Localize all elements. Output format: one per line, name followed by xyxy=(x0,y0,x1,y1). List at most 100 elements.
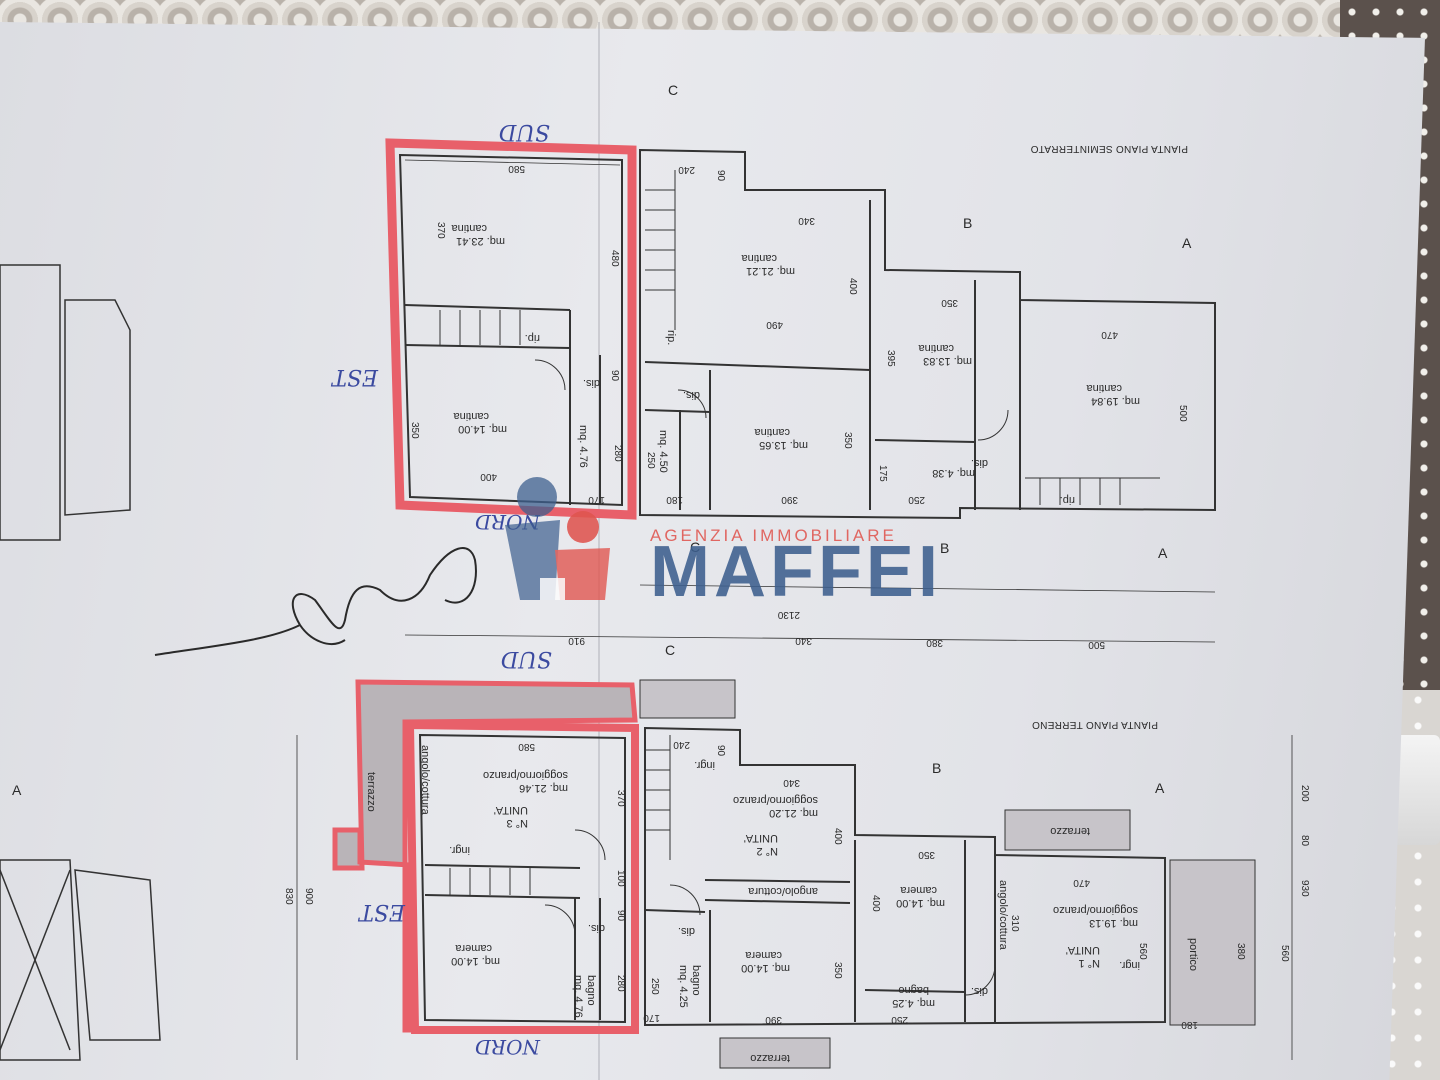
svg-text:175: 175 xyxy=(877,465,888,482)
svg-text:mq. 4.25: mq. 4.25 xyxy=(892,997,935,1009)
logo-person-head-blue xyxy=(517,477,557,517)
handwritten-est-top: EST xyxy=(330,364,379,389)
room-area: mq. 14.00 xyxy=(458,423,507,435)
handwritten-sud-top: SUD xyxy=(498,119,550,144)
highlighted-unit-outline xyxy=(385,138,637,520)
semi-dimensions: 580 370 480 240 90 340 400 490 350 395 4… xyxy=(409,163,1188,620)
svg-text:350: 350 xyxy=(842,432,853,449)
svg-text:mq. 19.13: mq. 19.13 xyxy=(1089,917,1138,929)
rip-label: rip. xyxy=(525,332,540,344)
svg-text:910: 910 xyxy=(568,635,585,646)
wc-area: mq. 4.38 xyxy=(932,467,975,479)
handwritten-sud-bottom: SUD xyxy=(500,646,552,671)
svg-text:930: 930 xyxy=(1299,880,1310,897)
svg-text:portico: portico xyxy=(1187,938,1199,971)
semi-basement-title: PIANTA PIANO SEMINTERRATO xyxy=(1030,143,1188,154)
svg-text:170: 170 xyxy=(588,494,605,505)
svg-text:400: 400 xyxy=(847,278,858,295)
svg-text:400: 400 xyxy=(870,895,881,912)
section-markers-semi: C B A A B C xyxy=(668,82,1192,561)
room-name: cantina xyxy=(451,222,487,234)
unit-left-walls xyxy=(398,153,623,507)
svg-text:mq. 14.00: mq. 14.00 xyxy=(451,955,500,967)
rip-label: rip. xyxy=(665,330,677,345)
svg-text:560: 560 xyxy=(1137,943,1148,960)
svg-text:250: 250 xyxy=(649,978,660,995)
wc-area: mq. 4.76 xyxy=(577,425,589,468)
unit3-walls xyxy=(418,733,626,1024)
logo-subtitle: AGENZIA IMMOBILIARE xyxy=(650,526,897,545)
svg-text:340: 340 xyxy=(795,635,812,646)
svg-text:560: 560 xyxy=(1279,945,1290,962)
terrazzo-hatch-bottom xyxy=(719,1037,831,1069)
svg-text:UNITA': UNITA' xyxy=(744,832,778,844)
section-b-mark: B xyxy=(963,215,972,231)
svg-text:900: 900 xyxy=(303,888,314,905)
signature xyxy=(154,547,477,656)
terrazzo-hatch-top xyxy=(639,679,736,719)
portico-hatch xyxy=(1169,859,1256,1026)
svg-text:mq. 14.00: mq. 14.00 xyxy=(741,962,790,974)
unit2-unit1-walls xyxy=(644,726,1166,1027)
svg-text:N° 3: N° 3 xyxy=(506,817,528,829)
unit3-highlight xyxy=(405,720,639,1034)
svg-text:250: 250 xyxy=(645,452,656,469)
logo-house-icon xyxy=(540,578,565,600)
dis-label: dis. xyxy=(971,457,988,469)
svg-text:310: 310 xyxy=(1009,915,1020,932)
svg-text:90: 90 xyxy=(615,910,626,922)
svg-text:350: 350 xyxy=(941,297,958,308)
ground-floor-plan xyxy=(296,679,1293,1069)
section-a-mark-left: A xyxy=(12,782,22,798)
svg-text:100: 100 xyxy=(615,870,626,887)
svg-text:camera: camera xyxy=(899,884,937,896)
svg-text:370: 370 xyxy=(615,790,626,807)
room-name: cantina xyxy=(754,426,790,438)
dis-label: dis. xyxy=(583,377,600,389)
svg-text:830: 830 xyxy=(283,888,294,905)
section-b-mark-bottom: B xyxy=(940,540,949,556)
svg-text:dis.: dis. xyxy=(678,925,695,937)
svg-text:soggiorno/pranzo: soggiorno/pranzo xyxy=(1053,904,1138,916)
handwritten-notes: SUD SUD EST EST NORD NORD xyxy=(330,119,552,1059)
svg-text:mq. 4.76: mq. 4.76 xyxy=(572,975,584,1018)
svg-text:395: 395 xyxy=(885,350,896,367)
dis-label: dis. xyxy=(683,389,700,401)
svg-text:350: 350 xyxy=(409,422,420,439)
section-c-mark-bottom: C xyxy=(690,539,700,555)
logo-person-body-red xyxy=(555,548,610,600)
svg-text:terrazzo: terrazzo xyxy=(750,1052,790,1064)
logo-name: MAFFEI xyxy=(650,532,942,612)
stairs-left xyxy=(439,310,521,345)
svg-text:UNITA': UNITA' xyxy=(494,804,528,816)
svg-text:380: 380 xyxy=(1235,943,1246,960)
svg-text:90: 90 xyxy=(715,745,726,757)
svg-text:angolo/cottura: angolo/cottura xyxy=(747,885,818,897)
svg-text:580: 580 xyxy=(508,163,525,174)
svg-text:mq. 21.20: mq. 21.20 xyxy=(769,807,818,819)
svg-text:400: 400 xyxy=(480,471,497,482)
svg-text:470: 470 xyxy=(1073,877,1090,888)
svg-text:180: 180 xyxy=(1181,1019,1198,1030)
svg-text:390: 390 xyxy=(781,494,798,505)
svg-text:470: 470 xyxy=(1101,329,1118,340)
svg-text:340: 340 xyxy=(783,777,800,788)
stairs-middle xyxy=(645,170,676,330)
room-name: cantina xyxy=(741,252,777,264)
middle-right-walls xyxy=(639,148,1216,520)
svg-text:angolo/cottura: angolo/cottura xyxy=(419,745,431,816)
room-name: cantina xyxy=(918,342,954,354)
svg-text:490: 490 xyxy=(766,319,783,330)
svg-text:350: 350 xyxy=(832,962,843,979)
svg-text:180: 180 xyxy=(666,494,683,505)
svg-text:terrazzo: terrazzo xyxy=(365,772,377,812)
room-area: mq. 13.65 xyxy=(759,439,808,451)
wc-area: mq. 4.50 xyxy=(657,430,669,473)
svg-text:480: 480 xyxy=(609,250,620,267)
svg-text:bagno: bagno xyxy=(585,975,597,1006)
svg-text:500: 500 xyxy=(1177,405,1188,422)
stairs-unit3 xyxy=(449,868,531,895)
svg-text:ingr.: ingr. xyxy=(1119,959,1140,971)
